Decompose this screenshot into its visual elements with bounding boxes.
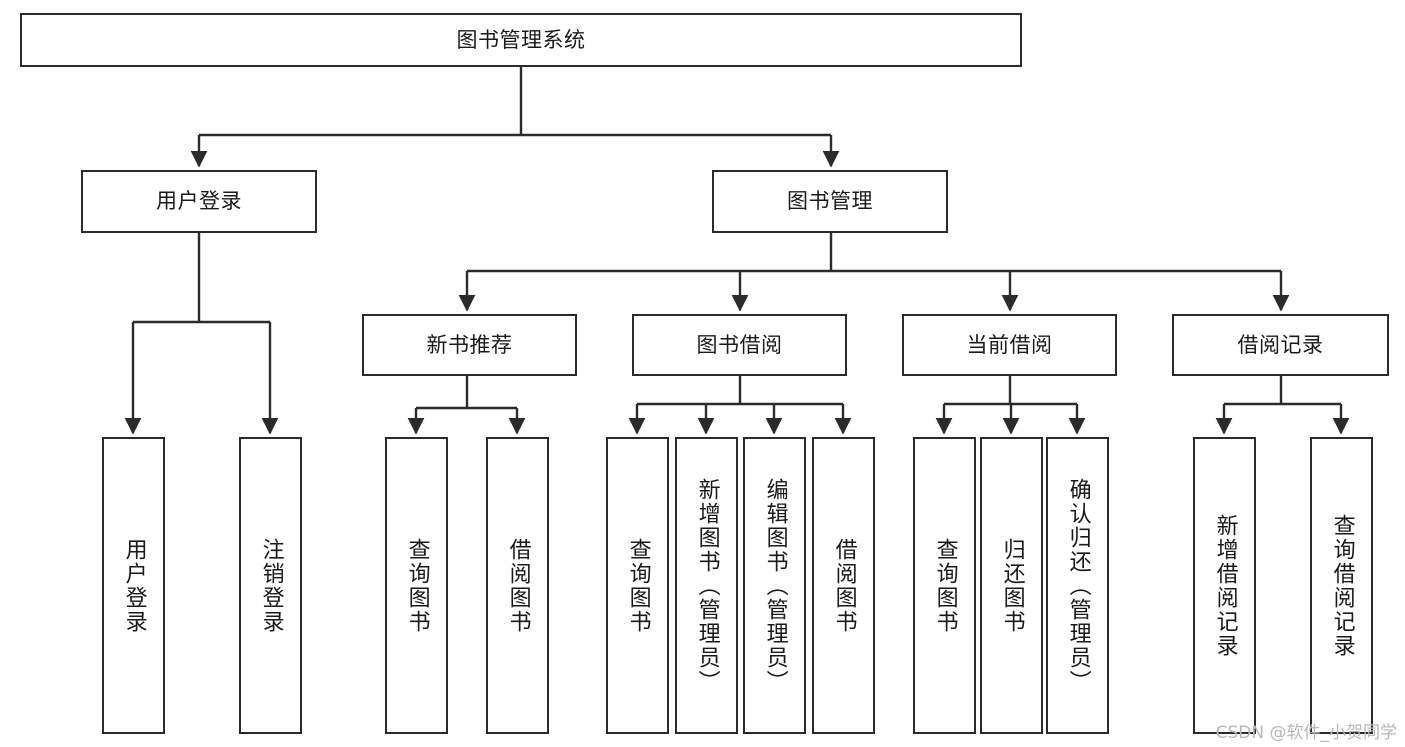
leaf-add-record-label: 新增借阅记录 [1212, 513, 1238, 658]
node-root[interactable]: 图书管理系统 [20, 13, 1022, 67]
node-borrow-record[interactable]: 借阅记录 [1172, 314, 1389, 376]
leaf-edit-book[interactable]: 编辑图书（管理员） [743, 437, 806, 734]
leaf-query-record-label: 查询借阅记录 [1329, 513, 1355, 658]
leaf-query-book-2-label: 查询图书 [625, 537, 651, 634]
leaf-edit-book-label: 编辑图书（管理员） [762, 477, 788, 694]
node-book-borrow[interactable]: 图书借阅 [632, 314, 847, 376]
node-user-login-label: 用户登录 [156, 189, 242, 214]
node-user-login[interactable]: 用户登录 [81, 170, 317, 233]
node-current-borrow-label: 当前借阅 [966, 332, 1053, 357]
leaf-add-book-label: 新增图书（管理员） [694, 477, 720, 694]
leaf-add-book[interactable]: 新增图书（管理员） [675, 437, 738, 734]
node-borrow-record-label: 借阅记录 [1237, 332, 1324, 357]
leaf-logout-login[interactable]: 注销登录 [239, 437, 302, 734]
leaf-borrow-book-1-label: 借阅图书 [505, 537, 531, 634]
node-new-book-recommend[interactable]: 新书推荐 [362, 314, 577, 376]
leaf-add-record[interactable]: 新增借阅记录 [1193, 437, 1256, 734]
leaf-confirm-return[interactable]: 确认归还（管理员） [1046, 437, 1109, 734]
leaf-query-book-1[interactable]: 查询图书 [385, 437, 448, 734]
leaf-query-book-3-label: 查询图书 [932, 537, 958, 634]
node-book-borrow-label: 图书借阅 [696, 332, 783, 357]
node-book-manage-label: 图书管理 [787, 189, 873, 214]
leaf-return-book[interactable]: 归还图书 [980, 437, 1043, 734]
leaf-confirm-return-label: 确认归还（管理员） [1065, 477, 1091, 694]
node-root-label: 图书管理系统 [456, 27, 586, 52]
leaf-user-login-label: 用户登录 [121, 537, 147, 634]
node-new-book-recommend-label: 新书推荐 [426, 332, 513, 357]
leaf-borrow-book-1[interactable]: 借阅图书 [486, 437, 549, 734]
leaf-query-book-3[interactable]: 查询图书 [913, 437, 976, 734]
leaf-query-book-1-label: 查询图书 [404, 537, 430, 634]
leaf-user-login[interactable]: 用户登录 [102, 437, 165, 734]
leaf-query-record[interactable]: 查询借阅记录 [1310, 437, 1373, 734]
node-current-borrow[interactable]: 当前借阅 [902, 314, 1117, 376]
leaf-query-book-2[interactable]: 查询图书 [606, 437, 669, 734]
leaf-logout-login-label: 注销登录 [258, 537, 284, 634]
leaf-borrow-book-2[interactable]: 借阅图书 [812, 437, 875, 734]
leaf-return-book-label: 归还图书 [999, 537, 1025, 634]
leaf-borrow-book-2-label: 借阅图书 [831, 537, 857, 634]
node-book-manage[interactable]: 图书管理 [712, 170, 948, 233]
